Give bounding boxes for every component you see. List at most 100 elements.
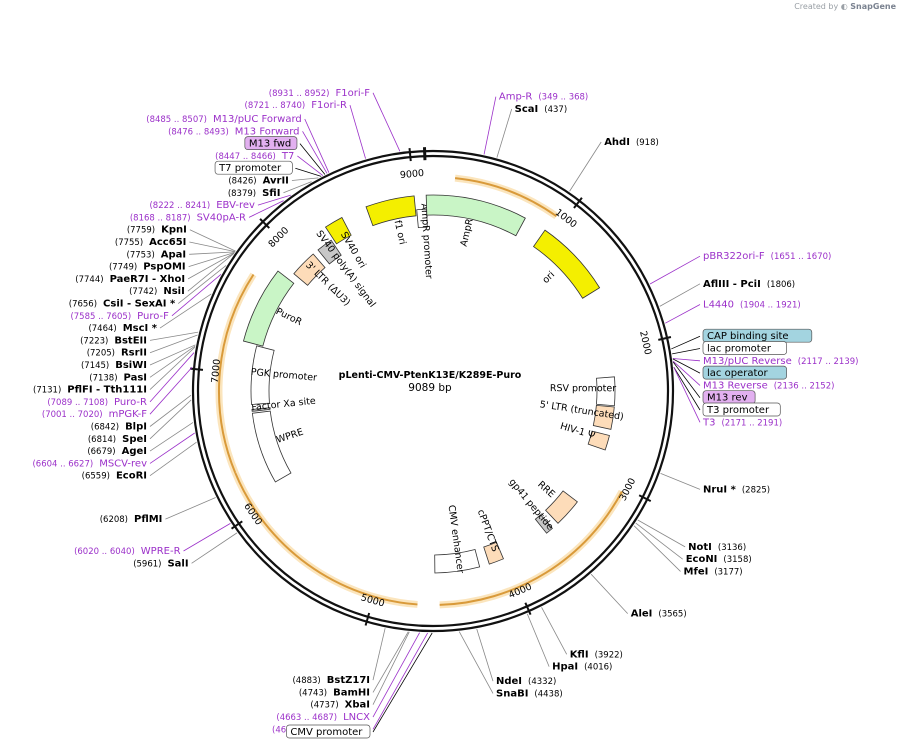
feature-rre[interactable]	[545, 490, 578, 524]
label-noti[interactable]: NotI(3136)	[688, 542, 746, 553]
label-pspomi[interactable]: (7749)PspOMI	[109, 262, 186, 273]
label-name: F1ori-R	[311, 100, 347, 111]
label-pflmi[interactable]: (6208)PflMI	[100, 514, 163, 525]
label-nrui-[interactable]: NruI *(2825)	[703, 484, 770, 495]
label-pbr322ori-f[interactable]: pBR322ori-F(1651 .. 1670)	[703, 251, 831, 262]
feature-5-ltr-truncated-[interactable]	[592, 404, 615, 430]
label-lac-operator[interactable]: lac operator	[702, 365, 787, 380]
label-bsteii[interactable]: (7223)BstEII	[80, 335, 147, 346]
label-ebv-rev[interactable]: (8222 .. 8241)EBV-rev	[149, 200, 254, 211]
feature-ampr[interactable]	[425, 194, 526, 237]
feature-sv40-poly-a-signal[interactable]	[317, 239, 342, 265]
label-m13-rev[interactable]: M13 rev	[702, 390, 756, 405]
feature-wpre[interactable]	[251, 410, 292, 483]
label-text: (7744)PaeR7I - XhoI	[75, 274, 185, 285]
label-mfei[interactable]: MfeI(3177)	[684, 566, 743, 577]
feature-cppt-cts[interactable]	[483, 541, 504, 565]
label-t3[interactable]: T3(2171 .. 2191)	[702, 417, 782, 428]
label-text: (4883)BstZ17I	[292, 675, 370, 686]
feature-rsv-promoter[interactable]	[596, 376, 616, 407]
feature-ori[interactable]	[532, 229, 601, 299]
feature-label: AmpR	[459, 217, 476, 248]
feature-gp41-peptide[interactable]	[534, 514, 553, 534]
label-cmv-promoter[interactable]: CMV promoter	[286, 724, 371, 739]
label-m13-puc-forward[interactable]: (8485 .. 8507)M13/pUC Forward	[146, 114, 301, 125]
label-m13-reverse[interactable]: M13 Reverse(2136 .. 2152)	[703, 380, 834, 391]
feature-pgk-promoter[interactable]	[250, 345, 275, 405]
label-pasi[interactable]: (7138)PasI	[89, 372, 147, 383]
label-range: (7131)	[33, 386, 61, 396]
feature-ampr-promoter[interactable]	[416, 208, 428, 229]
label-name: EcoRI	[116, 471, 147, 482]
label-alei[interactable]: AleI(3565)	[631, 609, 687, 620]
label-kpni[interactable]: (7759)KpnI	[127, 225, 187, 236]
label-m13-fwd[interactable]: M13 fwd	[244, 136, 298, 150]
label-puro-f[interactable]: (7585 .. 7605)Puro-F	[70, 311, 169, 322]
label-text: (7223)BstEII	[80, 335, 147, 346]
label-afliii-pcii[interactable]: AflIII - PciI(1806)	[703, 279, 795, 290]
feature-cmv-enhancer[interactable]	[434, 549, 481, 574]
label-spei[interactable]: (6814)SpeI	[88, 434, 147, 445]
label-text: (6842)BlpI	[91, 422, 147, 433]
feature-f1-ori[interactable]	[365, 195, 417, 227]
label-range: (4663 .. 4687)	[276, 713, 337, 723]
feature-label: RRE	[535, 479, 557, 500]
label-ecori[interactable]: (6559)EcoRI	[82, 471, 147, 482]
label-apai[interactable]: (7753)ApaI	[127, 249, 187, 260]
label-f1ori-r[interactable]: (8721 .. 8740)F1ori-R	[245, 100, 347, 111]
label-t7[interactable]: (8447 .. 8466)T7	[215, 151, 294, 162]
label-avrii[interactable]: (8426)AvrII	[228, 176, 289, 187]
feature-sv40-ori[interactable]	[324, 216, 352, 245]
label-range: (8931 .. 8952)	[269, 89, 330, 99]
label-m13-forward[interactable]: (8476 .. 8493)M13 Forward	[168, 126, 299, 137]
label-m13-puc-reverse[interactable]: M13/pUC Reverse(2117 .. 2139)	[703, 356, 858, 367]
feature-puror[interactable]	[242, 270, 295, 347]
label-bstz17i[interactable]: (4883)BstZ17I	[292, 675, 370, 686]
label-t3-promoter[interactable]: T3 promoter	[702, 402, 781, 417]
label-mpgk-f[interactable]: (7001 .. 7020)mPGK-F	[42, 409, 147, 420]
label-sv40pa-r[interactable]: (8168 .. 8187)SV40pA-R	[130, 212, 246, 223]
label-agei[interactable]: (6679)AgeI	[87, 446, 147, 457]
label-lac-promoter[interactable]: lac promoter	[702, 341, 787, 355]
label-sfii[interactable]: (8379)SfiI	[228, 188, 281, 199]
label-t7-promoter[interactable]: T7 promoter	[214, 160, 293, 175]
tick-label: 8000	[266, 225, 291, 250]
label-l4440[interactable]: L4440(1904 .. 1921)	[703, 300, 801, 311]
label-range: (7464)	[88, 324, 116, 334]
label-f1ori-f[interactable]: (8931 .. 8952)F1ori-F	[269, 88, 370, 99]
label-sali[interactable]: (5961)SalI	[133, 558, 188, 569]
label-rsrii[interactable]: (7205)RsrII	[87, 348, 147, 359]
label-bsiwi[interactable]: (7145)BsiWI	[81, 360, 147, 371]
label-wpre-r[interactable]: (6020 .. 6040)WPRE-R	[74, 546, 181, 557]
label-puro-r[interactable]: (7089 .. 7108)Puro-R	[47, 397, 147, 408]
label-lncx[interactable]: (4663 .. 4687)LNCX	[276, 712, 370, 723]
label-blpi[interactable]: (6842)BlpI	[91, 422, 147, 433]
label-snabi[interactable]: SnaBI(4438)	[496, 688, 563, 699]
label-cap-binding-site[interactable]: CAP binding site	[702, 328, 813, 343]
label-msci-[interactable]: (7464)MscI *	[88, 323, 157, 334]
label-ndei[interactable]: NdeI(4332)	[496, 676, 556, 687]
leader-line	[149, 366, 193, 415]
leader-line	[672, 348, 701, 355]
label-csii-sexai-[interactable]: (7656)CsiI - SexAI *	[69, 299, 176, 310]
tick-mark	[638, 494, 652, 503]
label-econi[interactable]: EcoNI(3158)	[686, 554, 752, 565]
leader-line	[496, 108, 513, 158]
label-nsii[interactable]: (7742)NsiI	[129, 286, 185, 297]
label-ahdi[interactable]: AhdI(918)	[604, 137, 659, 148]
leader-line	[149, 334, 198, 354]
label-kfli[interactable]: KflI(3922)	[570, 649, 623, 660]
label-amp-r[interactable]: Amp-R(349 .. 368)	[499, 92, 588, 103]
label-acc65i[interactable]: (7755)Acc65I	[115, 237, 187, 248]
feature-factor-xa-site[interactable]	[251, 407, 271, 412]
feature-3-ltr-u3-[interactable]	[293, 253, 326, 286]
label-paer7i-xhoi[interactable]: (7744)PaeR7I - XhoI	[75, 274, 185, 285]
label-hpai[interactable]: HpaI(4016)	[552, 662, 612, 673]
label-mscv-rev[interactable]: (6604 .. 6627)MSCV-rev	[32, 458, 147, 469]
feature-hiv-1-[interactable]	[587, 430, 610, 451]
label-bamhi[interactable]: (4743)BamHI	[299, 687, 370, 698]
label-xbai[interactable]: (4737)XbaI	[310, 700, 370, 711]
label-pflfi-tth111i[interactable]: (7131)PflFI - Tth111I	[33, 385, 147, 396]
label-scai[interactable]: ScaI(437)	[515, 104, 567, 115]
label-name: SnaBI	[496, 688, 528, 699]
